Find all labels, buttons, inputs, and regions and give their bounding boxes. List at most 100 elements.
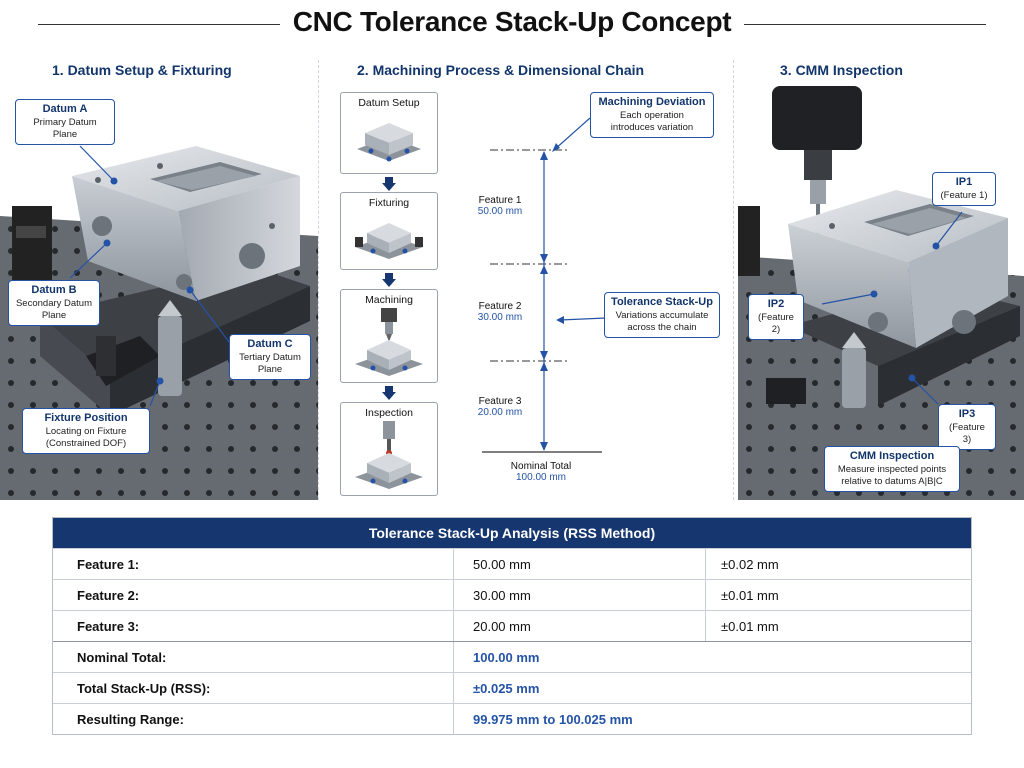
process-step-label: Fixturing (368, 197, 410, 209)
row-tolerance: ±0.01 mm (721, 619, 779, 634)
chain-feature-value: 20.00 mm (477, 407, 523, 418)
title-rule-left (38, 24, 280, 25)
chain-leaders (552, 117, 607, 324)
process-step-label: Machining (365, 294, 413, 306)
chain-feature-name: Feature 2 (478, 301, 522, 312)
row-value: 100.00 mm (473, 650, 540, 665)
callout-datum-c-sub: Tertiary Datum (239, 351, 301, 363)
process-step-machining: Machining (340, 289, 438, 383)
row-value: 99.975 mm to 100.025 mm (473, 712, 633, 727)
callout-fixture-sub: (Constrained DOF) (45, 437, 127, 449)
arrow-down-icon (382, 386, 396, 400)
row-nominal: 30.00 mm (473, 588, 531, 603)
row-nominal: 20.00 mm (473, 619, 531, 634)
table-row: Total Stack-Up (RSS): ±0.025 mm (53, 672, 971, 704)
callout-fixture-title: Fixture Position (44, 412, 128, 424)
table-header: Tolerance Stack-Up Analysis (RSS Method) (53, 518, 971, 548)
chain-feature-2: Feature 2 30.00 mm (465, 301, 535, 323)
callout-datum-b-sub: Secondary Datum (15, 297, 93, 309)
chain-nominal-label: Nominal Total (510, 461, 572, 472)
section-title-cmm: 3. CMM Inspection (780, 62, 903, 78)
callout-machining-deviation-sub: Each operation (620, 109, 684, 121)
callout-datum-a-title: Datum A (42, 103, 88, 115)
callout-ip1-title: IP1 (955, 176, 973, 188)
callout-tolerance-stackup: Tolerance Stack-Up Variations accumulate… (604, 292, 720, 338)
section-title-datum-setup: 1. Datum Setup & Fixturing (52, 62, 232, 78)
table-row: Feature 1: 50.00 mm ±0.02 mm (53, 548, 971, 580)
column-divider (705, 611, 706, 642)
callout-cmm-title: CMM Inspection (849, 450, 935, 462)
table-row: Nominal Total: 100.00 mm (53, 641, 971, 673)
callout-ip1-sub: (Feature 1) (940, 189, 988, 201)
chain-feature-value: 50.00 mm (477, 206, 523, 217)
callout-tolerance-stackup-sub: across the chain (627, 321, 697, 333)
callout-ip3: IP3 (Feature 3) (938, 404, 996, 450)
callout-machining-deviation-sub: introduces variation (610, 121, 694, 133)
process-step-fixturing: Fixturing (340, 192, 438, 270)
callout-ip3-sub: (Feature 3) (949, 421, 985, 445)
callout-ip2: IP2 (Feature 2) (748, 294, 804, 340)
callout-fixture-sub: Locating on Fixture (45, 425, 127, 437)
row-value: ±0.025 mm (473, 681, 540, 696)
spindle-icon (355, 308, 423, 376)
process-step-label: Datum Setup (358, 97, 420, 109)
row-label: Feature 2: (77, 588, 140, 603)
process-step-label: Inspection (365, 407, 413, 419)
callout-machining-deviation: Machining Deviation Each operation intro… (590, 92, 714, 138)
process-step-datum-setup: Datum Setup (340, 92, 438, 174)
column-divider (705, 580, 706, 611)
row-label: Feature 1: (77, 557, 140, 572)
callout-datum-a: Datum A Primary Datum Plane (15, 99, 115, 145)
callout-datum-b-sub: Plane (41, 309, 67, 321)
callout-tolerance-stackup-sub: Variations accumulate (615, 309, 709, 321)
column-divider (453, 704, 454, 735)
chain-nominal-total: Nominal Total 100.00 mm (504, 461, 578, 483)
section-title-machining: 2. Machining Process & Dimensional Chain (357, 62, 645, 78)
callout-cmm-sub: relative to datums A|B|C (841, 475, 943, 487)
callout-ip2-sub: (Feature 2) (758, 311, 794, 335)
chain-feature-value: 30.00 mm (477, 312, 523, 323)
callout-datum-c: Datum C Tertiary Datum Plane (229, 334, 311, 380)
callout-datum-c-title: Datum C (247, 338, 293, 350)
probe-icon (355, 421, 423, 489)
arrow-down-icon (382, 177, 396, 191)
column-divider (453, 549, 454, 580)
callout-datum-b-title: Datum B (31, 284, 77, 296)
section-divider (733, 60, 734, 500)
chain-feature-name: Feature 3 (478, 396, 522, 407)
fixture-icon (355, 223, 423, 259)
chain-feature-1: Feature 1 50.00 mm (465, 195, 535, 217)
column-divider (453, 580, 454, 611)
callout-datum-c-sub: Plane (257, 363, 283, 375)
callout-machining-deviation-title: Machining Deviation (598, 96, 706, 108)
row-tolerance: ±0.01 mm (721, 588, 779, 603)
callout-datum-a-sub: Primary Datum Plane (33, 116, 97, 140)
title-rule-right (744, 24, 986, 25)
title-bar: CNC Tolerance Stack-Up Concept (0, 0, 1024, 52)
row-label: Resulting Range: (77, 712, 184, 727)
block-icon (357, 123, 421, 162)
chain-feature-name: Feature 1 (478, 195, 522, 206)
callout-ip2-title: IP2 (767, 298, 785, 310)
row-label: Nominal Total: (77, 650, 167, 665)
process-step-inspection: Inspection (340, 402, 438, 496)
row-label: Total Stack-Up (RSS): (77, 681, 211, 696)
chain-feature-3: Feature 3 20.00 mm (465, 396, 535, 418)
column-divider (453, 611, 454, 642)
callout-ip3-title: IP3 (958, 408, 976, 420)
callout-cmm-inspection: CMM Inspection Measure inspected points … (824, 446, 960, 492)
column-divider (705, 549, 706, 580)
table-row: Resulting Range: 99.975 mm to 100.025 mm (53, 703, 971, 735)
arrow-down-icon (382, 273, 396, 287)
callout-datum-b: Datum B Secondary Datum Plane (8, 280, 100, 326)
dimension-chain (482, 149, 602, 453)
callout-cmm-sub: Measure inspected points (837, 463, 947, 475)
callout-ip1: IP1 (Feature 1) (932, 172, 996, 206)
chain-nominal-value: 100.00 mm (515, 472, 567, 483)
callout-tolerance-stackup-title: Tolerance Stack-Up (611, 296, 713, 308)
section-divider (318, 60, 319, 500)
table-row: Feature 3: 20.00 mm ±0.01 mm (53, 610, 971, 642)
page-title: CNC Tolerance Stack-Up Concept (292, 6, 732, 37)
column-divider (453, 642, 454, 673)
callout-fixture-position: Fixture Position Locating on Fixture (Co… (22, 408, 150, 454)
